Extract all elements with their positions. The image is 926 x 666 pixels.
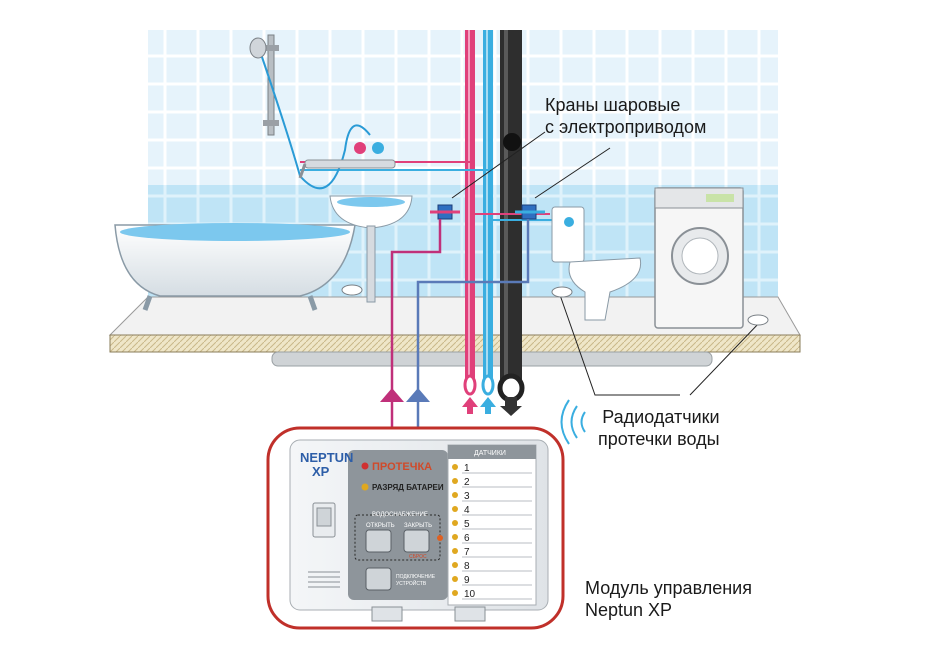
sensor-indicator-2 — [452, 478, 458, 484]
floor-slab — [108, 296, 801, 367]
control-wires — [390, 219, 530, 395]
sensors-callout: Радиодатчики протечки воды — [598, 406, 720, 450]
bathtub — [114, 223, 356, 311]
riser-outlets — [463, 373, 525, 403]
sensor-indicator-3 — [452, 492, 458, 498]
battery-label: РАЗРЯД БАТАРЕИ — [372, 483, 444, 492]
close-label: ЗАКРЫТЬ — [404, 523, 432, 529]
wire-drops — [390, 402, 420, 430]
sensor-number-8: 8 — [464, 561, 470, 572]
reset-label: СБРОС — [409, 554, 427, 560]
toilet — [551, 206, 642, 321]
close-button[interactable] — [403, 529, 430, 553]
sensors-callout-line1: Радиодатчики — [602, 407, 720, 427]
sensor-indicator-7 — [452, 548, 458, 554]
leak-sensor-toilet — [551, 286, 573, 298]
sensor-number-7: 7 — [464, 547, 470, 558]
sink — [329, 195, 413, 303]
module-callout-line2: Neptun XP — [585, 600, 673, 620]
cold-water-riser — [483, 30, 493, 380]
leak-indicator — [361, 462, 369, 470]
sensor-number-5: 5 — [464, 519, 470, 530]
control-module — [266, 426, 565, 630]
valves-callout-line2: с электроприводом — [545, 117, 707, 137]
sensor-list: 1 2 3 4 5 6 7 8 9 10 — [452, 463, 532, 600]
ball-valve-cold — [515, 204, 545, 220]
water-supply-label: ВОДОСНАБЖЕНИЕ — [372, 512, 428, 518]
sensor-number-3: 3 — [464, 491, 470, 502]
sensor-indicator-5 — [452, 520, 458, 526]
sensor-number-6: 6 — [464, 533, 470, 544]
faucet — [298, 142, 396, 179]
open-label: ОТКРЫТЬ — [366, 523, 395, 529]
hot-water-riser — [465, 30, 475, 380]
sensor-indicator-8 — [452, 562, 458, 568]
washing-machine — [654, 187, 744, 329]
speaker-grill — [308, 571, 340, 588]
hot-inlet-arrow — [462, 397, 478, 414]
sensor-indicator-9 — [452, 576, 458, 582]
valves-callout-line1: Краны шаровые — [545, 95, 681, 115]
sensor-callout-leaders — [559, 294, 761, 396]
close-indicator — [437, 535, 443, 541]
sensor-number-10: 10 — [464, 589, 476, 600]
sensor-number-2: 2 — [464, 477, 470, 488]
sensors-callout-line2: протечки воды — [598, 429, 720, 449]
valve-callout-leaders — [451, 131, 611, 199]
valves-callout: Краны шаровые с электроприводом — [545, 94, 706, 138]
sensor-indicator-1 — [452, 464, 458, 470]
brand-line1: NEPTUN — [300, 450, 353, 465]
device-brand: NEPTUN XP — [300, 450, 353, 479]
open-button[interactable] — [365, 529, 392, 553]
wire-arrow-cold — [406, 388, 430, 402]
connect-label-1: ПОДКЛЮЧЕНИЕ — [396, 574, 436, 580]
battery-indicator — [361, 483, 369, 491]
sewer-riser — [500, 30, 522, 385]
connect-button[interactable] — [365, 567, 392, 591]
cold-inlet-arrow — [480, 397, 496, 414]
sensor-number-1: 1 — [464, 463, 470, 474]
ball-valve-hot — [430, 204, 460, 220]
sensor-indicator-6 — [452, 534, 458, 540]
leak-label: ПРОТЕЧКА — [372, 461, 432, 473]
drain-outlet-arrow — [500, 397, 522, 416]
leak-sensor-washer — [747, 314, 769, 326]
brand-line2: XP — [312, 464, 330, 479]
sensor-indicator-4 — [452, 506, 458, 512]
sensor-indicator-10 — [452, 590, 458, 596]
module-callout: Модуль управления Neptun XP — [585, 577, 752, 621]
connect-label-2: УСТРОЙСТВ — [396, 579, 427, 587]
sensor-number-4: 4 — [464, 505, 470, 516]
leak-sensor-bath — [341, 284, 363, 296]
sensor-number-9: 9 — [464, 575, 470, 586]
module-callout-line1: Модуль управления — [585, 578, 752, 598]
shower-head — [249, 34, 371, 190]
radio-waves-icon — [560, 399, 586, 445]
wire-arrow-hot — [380, 388, 404, 402]
sensors-header: ДАТЧИКИ — [474, 450, 506, 457]
